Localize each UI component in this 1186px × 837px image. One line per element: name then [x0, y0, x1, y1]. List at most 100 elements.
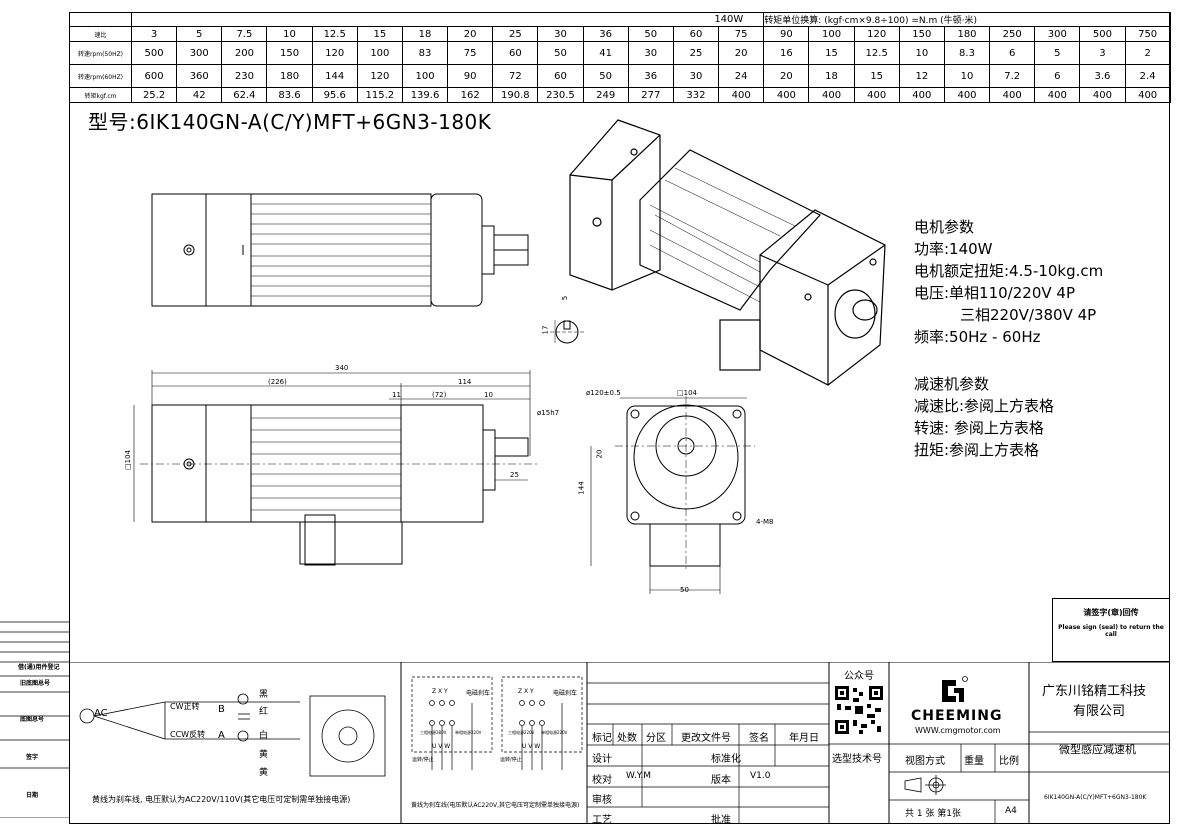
- tb-shitu: 视图方式: [905, 756, 945, 767]
- wiring-diagram: [79, 693, 386, 777]
- spec-speed60-row-cell: 2.4: [1124, 64, 1171, 88]
- dim-key17: 17: [541, 325, 550, 335]
- tp-zxy-1: Z X Y: [432, 688, 448, 695]
- motor-side-view-top: [151, 193, 529, 307]
- tb-biaoji: 标记: [592, 733, 612, 744]
- spec-speed50-row-cell: 6: [989, 41, 1036, 65]
- side-row-4: 签字: [26, 754, 39, 761]
- tp-run-stop-1: 运转/停止: [412, 757, 434, 763]
- spec-speed60-row-cell: 7.2: [989, 64, 1036, 88]
- motor-power: 功率:140W: [914, 240, 993, 258]
- dim-10: 10: [484, 391, 493, 399]
- spec-torque-row-cell: 95.6: [311, 87, 358, 103]
- spec-torque-row-cell: 162: [447, 87, 494, 103]
- dim-gear-len: 114: [458, 378, 472, 386]
- tp-zxy-2: Z X Y: [518, 688, 534, 695]
- model-number: 型号:6IK140GN-A(C/Y)MFT+6GN3-180K: [88, 110, 492, 134]
- company-name-1: 广东川铭精工科技: [1042, 684, 1147, 699]
- shaft-key-detail: [550, 320, 584, 344]
- tb-bili: 比例: [999, 756, 1019, 767]
- gear-speed: 转速: 参阅上方表格: [914, 419, 1044, 437]
- spec-speed60-row-cell: 180: [266, 64, 313, 88]
- tb-jiaodui: 校对: [592, 775, 612, 786]
- wiring-note: 黄线为刹车线, 电压默认为AC220V/110V(其它电压可定制需单独接电源): [92, 795, 351, 804]
- spec-torque-row-cell: 400: [718, 87, 765, 103]
- tp-run-stop-2: 运转/停止: [500, 757, 522, 763]
- product-name: 微型感应减速机: [1059, 743, 1136, 756]
- wiring-b: B: [218, 704, 225, 715]
- dim-sq104-side: □104: [123, 450, 132, 470]
- tb-zhongliang: 重量: [964, 756, 984, 767]
- wiring-a: A: [218, 730, 225, 741]
- tp-uvw-1: U V W: [432, 743, 451, 750]
- spec-speed50-row-cell: 3: [1079, 41, 1126, 65]
- spec-speed60-row-cell: 100: [401, 64, 449, 88]
- gear-ratio: 减速比:参阅上方表格: [914, 397, 1055, 415]
- dim-72: (72): [432, 391, 447, 399]
- gear-torque: 扭矩:参阅上方表格: [914, 441, 1040, 459]
- spec-torque-row-cell: 277: [627, 87, 674, 103]
- spec-speed50-row-cell: 150: [266, 41, 313, 65]
- tb-chushu: 处数: [617, 733, 637, 744]
- tb-gongyi: 工艺: [592, 815, 612, 826]
- spec-torque-row-cell: 400: [898, 87, 945, 103]
- dim-11: 11: [392, 391, 401, 399]
- side-row-1: 借(通)用件登记: [18, 664, 60, 671]
- tp-brake-1: 电磁刹车: [466, 690, 491, 697]
- tb-version: V1.0: [750, 771, 771, 781]
- dim-144: 144: [577, 481, 586, 495]
- cheeming-logo-icon: [942, 676, 968, 702]
- wire-color-1: 黑: [259, 690, 269, 700]
- qr-code: [833, 684, 885, 736]
- spec-ratio-row-cell: 750: [1124, 26, 1171, 42]
- tb-banben: 版本: [711, 775, 731, 786]
- wiring-cw: CW正转: [170, 702, 200, 711]
- spec-speed50-row-cell: 200: [221, 41, 268, 65]
- spec-torque-row-cell: 190.8: [492, 87, 539, 103]
- motor-params-title: 电机参数: [914, 218, 975, 236]
- spec-speed60-row-label: 转速rpm(60HZ): [69, 64, 132, 88]
- wire-color-3: 白: [259, 731, 269, 741]
- tb-sheets: 共 1 张 第1张: [905, 809, 962, 819]
- tb-shenhe: 审核: [592, 795, 612, 806]
- spec-speed60-row-cell: 600: [130, 64, 178, 88]
- side-row-2: 旧底图总号: [20, 680, 51, 687]
- spec-speed60-row-cell: 15: [853, 64, 900, 88]
- isometric-view: [569, 119, 886, 386]
- dim-holes: 4-M8: [756, 518, 774, 526]
- tb-gengai: 更改文件号: [681, 733, 731, 744]
- spec-speed60-row-cell: 50: [582, 64, 629, 88]
- spec-torque-row-cell: 400: [1124, 87, 1171, 103]
- spec-speed60-row-cell: 120: [356, 64, 403, 88]
- wiring-ac: AC: [94, 708, 108, 719]
- model-code: 6IK140GN-A(C/Y)MFT+6GN3-180K: [1044, 794, 1147, 801]
- title-block-grid: [69, 662, 1170, 824]
- spec-speed60-row-cell: 3.6: [1079, 64, 1126, 88]
- motor-params: 电机参数 功率:140W 电机额定扭矩:4.5-10kg.cm 电压:单相110…: [914, 216, 1103, 348]
- dim-total: 340: [335, 364, 349, 372]
- tb-pizhun: 批准: [711, 815, 731, 826]
- tb-xuanxing: 选型技术号: [832, 754, 882, 765]
- three-phase-diagram: [411, 676, 583, 770]
- dim-25: 25: [510, 471, 519, 479]
- motor-voltage-2: 三相220V/380V 4P: [960, 306, 1097, 324]
- motor-torque: 电机额定扭矩:4.5-10kg.cm: [914, 262, 1104, 280]
- projection-symbol-icon: [904, 775, 946, 795]
- tp-brake-2: 电磁刹车: [553, 690, 578, 697]
- spec-speed50-row-cell: 300: [176, 41, 223, 65]
- wire-color-4: 黄: [259, 750, 269, 760]
- side-row-3: 底图总号: [20, 716, 45, 723]
- spec-speed60-row-cell: 18: [808, 64, 855, 88]
- tp-uvw-2: U V W: [522, 743, 541, 750]
- wire-color-2: 红: [259, 707, 269, 717]
- website: WWW.cmgmotor.com: [915, 726, 1001, 735]
- tp-sub2b: 单相电源220V: [541, 730, 568, 735]
- wiring-ccw: CCW反转: [170, 730, 206, 739]
- tb-qianming: 签名: [749, 733, 769, 744]
